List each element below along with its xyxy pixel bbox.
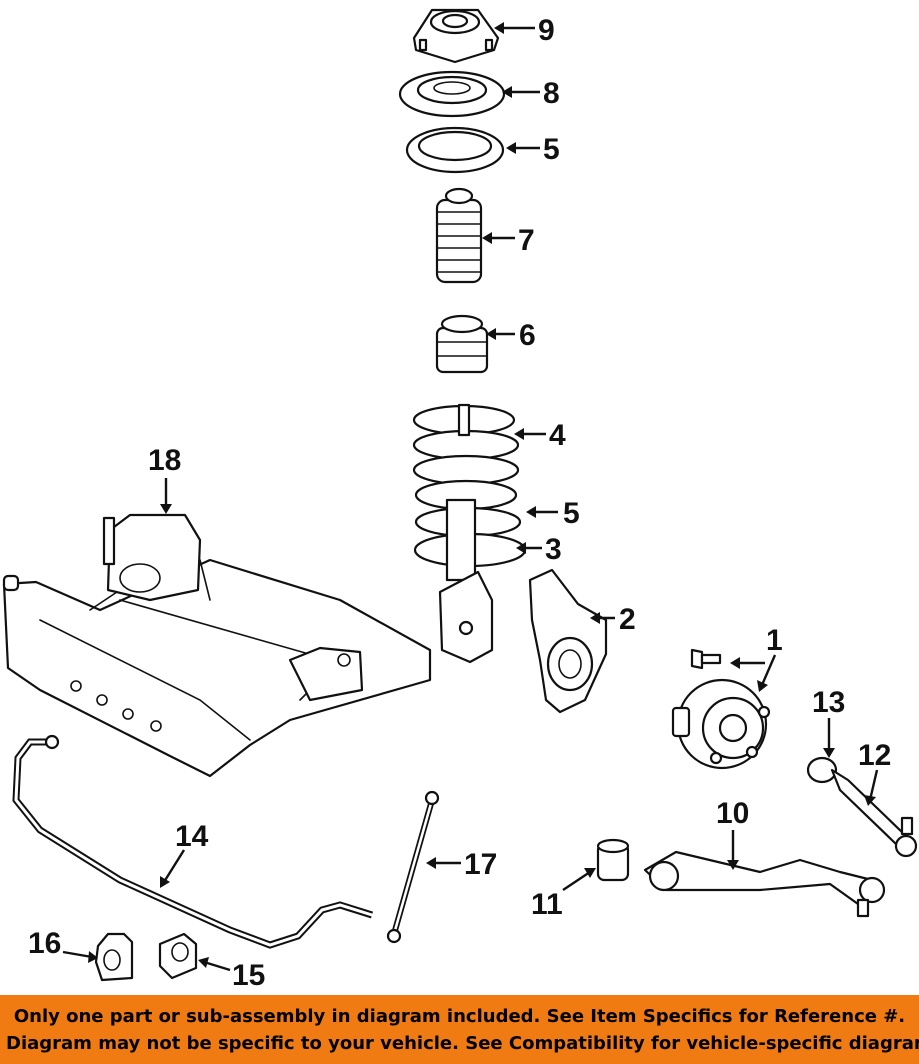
part-15-bushing — [158, 932, 198, 980]
part-5-upper-seat — [405, 126, 505, 174]
callout-6: 6 — [519, 319, 536, 352]
suspension-diagram: 9 8 5 7 6 4 5 3 2 1 13 12 10 11 14 17 16… — [2, 8, 918, 992]
callout-11: 11 — [531, 888, 563, 921]
part-9-strut-mount — [412, 8, 500, 64]
callout-numbers: 9 8 5 7 6 4 5 3 2 1 13 12 10 11 14 17 16… — [28, 14, 891, 992]
part-18-subframe — [2, 513, 432, 778]
part-10-lower-arm — [643, 850, 886, 918]
callout-1: 1 — [766, 624, 783, 657]
callout-4: 4 — [549, 419, 566, 452]
disclaimer-line-2: Diagram may not be specific to your vehi… — [6, 1033, 919, 1054]
part-4-coil-spring — [412, 403, 520, 511]
callout-18: 18 — [148, 444, 181, 477]
callout-5-lower: 5 — [563, 497, 580, 530]
callout-8: 8 — [543, 77, 560, 110]
disclaimer-line-1: Only one part or sub-assembly in diagram… — [13, 1006, 906, 1027]
callout-5-upper: 5 — [543, 133, 560, 166]
part-3-strut — [413, 498, 527, 664]
part-14-stabilizer-bar — [12, 734, 374, 949]
part-17-stabilizer-link — [386, 790, 440, 944]
part-7-dust-boot — [435, 187, 483, 284]
part-2-knuckle — [528, 568, 608, 714]
part-11-bushing — [596, 838, 630, 882]
part-16-bracket — [94, 932, 134, 982]
callout-3: 3 — [545, 533, 562, 566]
part-6-bump-stop — [435, 314, 489, 374]
disclaimer-banner: Only one part or sub-assembly in diagram… — [0, 995, 919, 1064]
leader-lines — [62, 22, 879, 972]
callout-14: 14 — [175, 820, 209, 853]
part-1-hub-assembly — [671, 648, 771, 770]
part-12-13-control-arm — [806, 756, 918, 858]
callout-17: 17 — [464, 848, 497, 881]
callout-12: 12 — [858, 739, 891, 772]
callout-15: 15 — [232, 959, 265, 992]
callout-13: 13 — [812, 686, 845, 719]
callout-16: 16 — [28, 927, 61, 960]
callout-9: 9 — [538, 14, 555, 47]
part-8-bearing — [398, 70, 506, 118]
callout-7: 7 — [518, 224, 535, 257]
callout-2: 2 — [619, 603, 636, 636]
callout-10: 10 — [716, 797, 749, 830]
